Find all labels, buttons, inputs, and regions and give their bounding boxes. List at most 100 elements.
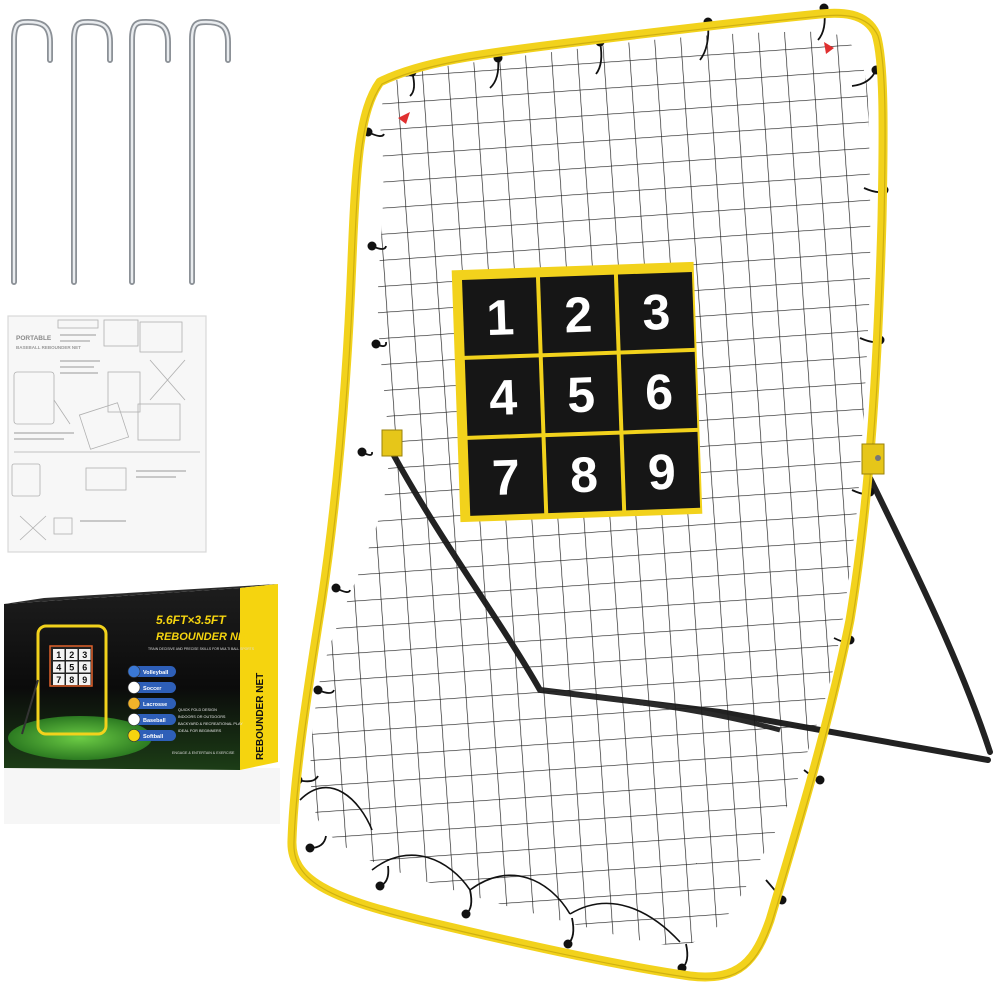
target-cell [620, 351, 698, 431]
target-cell [545, 434, 623, 514]
hinge-right [861, 443, 885, 475]
box-sport-label: Lacrosse [143, 702, 167, 708]
target-number: 3 [641, 284, 671, 341]
ground-stake-icon [129, 18, 171, 285]
bungee-knot [563, 939, 573, 949]
box-tagline: TRAIN DECISIVE AND PRECISE SKILLS FOR MU… [148, 647, 255, 651]
ground-stake-icon [11, 18, 53, 285]
tension-marker-right [824, 42, 834, 54]
target-cell [539, 274, 617, 354]
mini-target-number: 5 [69, 663, 74, 673]
sport-ball-icon [127, 729, 141, 742]
target-cell [617, 271, 695, 351]
bungee-knot [305, 843, 315, 853]
mini-target-number: 3 [82, 650, 87, 660]
box-feature-item: QUICK FOLD DESIGN [178, 708, 217, 712]
instruction-manual: PORTABLE BASEBALL REBOUNDER NET [7, 315, 207, 553]
hinge-bolt [875, 455, 881, 461]
box-feature-list: QUICK FOLD DESIGN INDOORS OR OUTDOORS BACK… [178, 708, 243, 733]
mini-target-number: 1 [56, 650, 61, 660]
target-number: 8 [569, 446, 599, 503]
target-number: 1 [485, 289, 515, 346]
target-number: 7 [491, 449, 521, 506]
mini-target-cell [66, 661, 78, 673]
mini-target-cell [79, 649, 91, 660]
hinge-left [381, 429, 403, 457]
tension-marker-left [398, 112, 410, 124]
box-feature-item: IDEAL FOR BEGINNERS [178, 729, 222, 733]
ground-stake-icon [71, 18, 113, 285]
bungee-knot [461, 909, 471, 919]
ground-stakes-group [11, 18, 231, 285]
target-number: 4 [488, 369, 518, 426]
sport-ball-icon [127, 697, 141, 710]
bungee-knot [815, 775, 825, 785]
target-number: 2 [563, 286, 593, 343]
bungee-knot [313, 685, 323, 695]
bungee-knot [357, 447, 367, 457]
box-grass [8, 716, 152, 760]
rebounder-frame [287, 8, 888, 982]
box-sport-item: Soccer [127, 681, 176, 694]
rebounder-frame-shadow [293, 14, 886, 980]
sport-ball-icon [127, 681, 141, 694]
box-sport-label: Baseball [143, 718, 166, 724]
support-leg-right [863, 467, 993, 755]
target-cell [462, 277, 539, 356]
mini-target-cell [53, 661, 65, 673]
mini-target-number: 4 [56, 663, 61, 673]
target-number: 6 [644, 364, 674, 421]
mini-target-number: 9 [82, 675, 87, 685]
mini-target-number: 6 [82, 663, 87, 673]
target-cell [467, 437, 545, 516]
bungee-knot [367, 241, 377, 251]
box-feature-item: INDOORS OR OUTDOORS [178, 715, 226, 719]
box-sport-item: Softball [127, 729, 176, 742]
ground-stake-icon [189, 18, 231, 285]
box-sport-item: Lacrosse [127, 697, 176, 710]
mini-target-number: 2 [69, 650, 74, 660]
target-cell [464, 357, 542, 436]
target-cell [623, 431, 701, 511]
box-top [4, 584, 278, 604]
bungee-knot [371, 339, 381, 349]
mini-target-cell [53, 674, 65, 685]
target-cell [542, 354, 620, 434]
manual-title: PORTABLE [16, 335, 52, 342]
box-side [240, 584, 278, 770]
mini-target-cell [79, 661, 91, 673]
box-headline: 5.6FT×3.5FT [156, 613, 227, 627]
mini-target-number: 8 [69, 675, 74, 685]
target-number: 5 [566, 366, 596, 423]
box-sport-label: Softball [143, 734, 164, 740]
manual-text-lines [14, 334, 186, 522]
box-sport-label: Soccer [143, 686, 162, 692]
box-bottom-line: ENGAGE & ENTERTAIN & EXERCISE [172, 751, 235, 755]
box-feature-item: BACKYARD & RECREATIONAL PLAY [178, 722, 243, 726]
mini-target-cell [66, 649, 78, 660]
mini-target-cell [53, 649, 65, 660]
box-sport-item: Volleyball [127, 665, 176, 678]
box-sport-label: Volleyball [143, 670, 169, 676]
manual-diagrams [11, 319, 200, 541]
manual-subtitle: BASEBALL REBOUNDER NET [16, 345, 81, 350]
mini-target-cell [79, 674, 91, 685]
target-number: 9 [647, 444, 677, 501]
mini-target-cell [66, 674, 78, 685]
bungee-knot [331, 583, 341, 593]
mini-target-number: 7 [56, 675, 61, 685]
box-sport-item: Baseball [127, 713, 176, 726]
box-spine-text: REBOUNDER NET [255, 673, 266, 760]
box-product-name: REBOUNDER NET [156, 631, 253, 643]
sport-ball-icon [127, 713, 141, 726]
sport-ball-icon [127, 665, 141, 678]
bungee-knot [375, 881, 385, 891]
box-reflection [4, 768, 280, 824]
